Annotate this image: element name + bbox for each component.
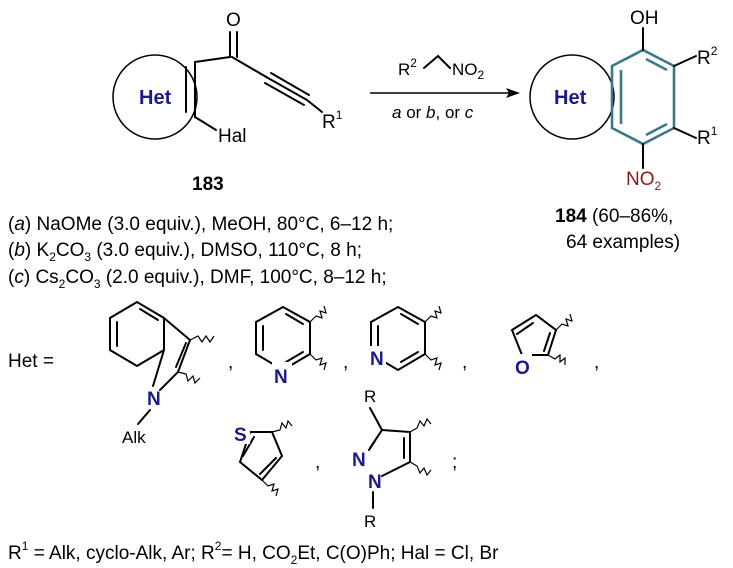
pyridine-3-n: N <box>370 349 384 370</box>
comma-4: , <box>594 352 599 373</box>
reagent-no2: NO2 <box>452 60 485 82</box>
indole-structure: N Alk <box>109 300 215 447</box>
r2-label-product: R2 <box>697 44 718 69</box>
alkyne-triple-3 <box>264 82 305 106</box>
benzene-inner-3 <box>645 122 668 137</box>
oxygen-atom: O <box>226 10 241 31</box>
furan-structure: O <box>510 313 573 379</box>
pyridine-2-structure: N <box>255 305 327 388</box>
het-ring-circle-product <box>529 54 615 140</box>
indole-n: N <box>147 389 161 410</box>
comma-5: , <box>315 452 320 473</box>
pyrazole-r-bottom: R <box>364 512 376 531</box>
pyrazole-n1: N <box>352 450 366 471</box>
reagent-chain <box>423 54 451 69</box>
het-label: Het <box>139 87 172 109</box>
thiophene-structure: S <box>232 419 293 497</box>
pyrazole-n2: N <box>368 472 382 493</box>
reagent-r2-no2: R2 <box>398 56 417 79</box>
hal-bond <box>194 116 217 131</box>
compound-183: 183 <box>192 174 224 195</box>
condition-a: (a) NaOMe (3.0 equiv.), MeOH, 80°C, 6–12… <box>8 214 393 235</box>
comma-2: , <box>343 352 348 373</box>
r2-bond <box>673 55 697 67</box>
het-label-product: Het <box>554 87 587 109</box>
reagent-conditions-letters: a or b, or c <box>392 103 474 122</box>
thiophene-s: S <box>234 425 247 446</box>
condition-c: (c) Cs2CO3 (2.0 equiv.), DMF, 100°C, 8–1… <box>8 267 387 291</box>
alkyne-bond-1 <box>231 56 269 79</box>
conditions-list: (a) NaOMe (3.0 equiv.), MeOH, 80°C, 6–12… <box>8 214 393 291</box>
comma-1: , <box>228 352 233 373</box>
r1-label-product: R1 <box>697 124 718 149</box>
pyridine-3-structure: N <box>368 305 442 372</box>
indole-alk: Alk <box>122 428 146 447</box>
reaction-arrow: R2 NO2 a or b, or c <box>370 54 520 122</box>
hal-label: Hal <box>218 126 247 147</box>
reactant-183: Het O R1 Hal 183 <box>112 10 343 195</box>
oh-label: OH <box>630 8 659 29</box>
alkyne-r-bond <box>306 99 323 113</box>
substituent-definitions: R1 = Alk, cyclo-Alk, Ar; R2= H, CO2Et, C… <box>8 539 499 567</box>
product-yield: 184 (60–86%, <box>555 206 673 227</box>
benzene-inner-2 <box>645 57 668 72</box>
comma-3: , <box>462 352 467 373</box>
het-equals-label: Het = <box>8 351 54 372</box>
product-184: Het OH R2 R1 NO2 184 (60–86%, 64 example… <box>529 8 718 253</box>
product-examples: 64 examples) <box>566 232 680 253</box>
furan-o: O <box>515 358 530 379</box>
alkyne-triple-2 <box>270 72 310 96</box>
pyridine-2-n: N <box>274 367 288 388</box>
r1-bond <box>673 127 697 139</box>
pyrazole-structure: R N N R <box>352 387 432 531</box>
alkyne-triple <box>267 77 308 101</box>
no2-label-product: NO2 <box>626 169 662 193</box>
het-ring-circle <box>112 54 198 140</box>
semicolon: ; <box>452 452 457 473</box>
het-definitions: Het = N Alk , N , <box>8 300 599 531</box>
condition-b: (b) K2CO3 (3.0 equiv.), DMSO, 110°C, 8 h… <box>8 240 362 264</box>
r1-label: R1 <box>322 108 343 133</box>
pyrazole-r-top: R <box>364 387 376 406</box>
bond-carbonyl <box>194 56 231 63</box>
